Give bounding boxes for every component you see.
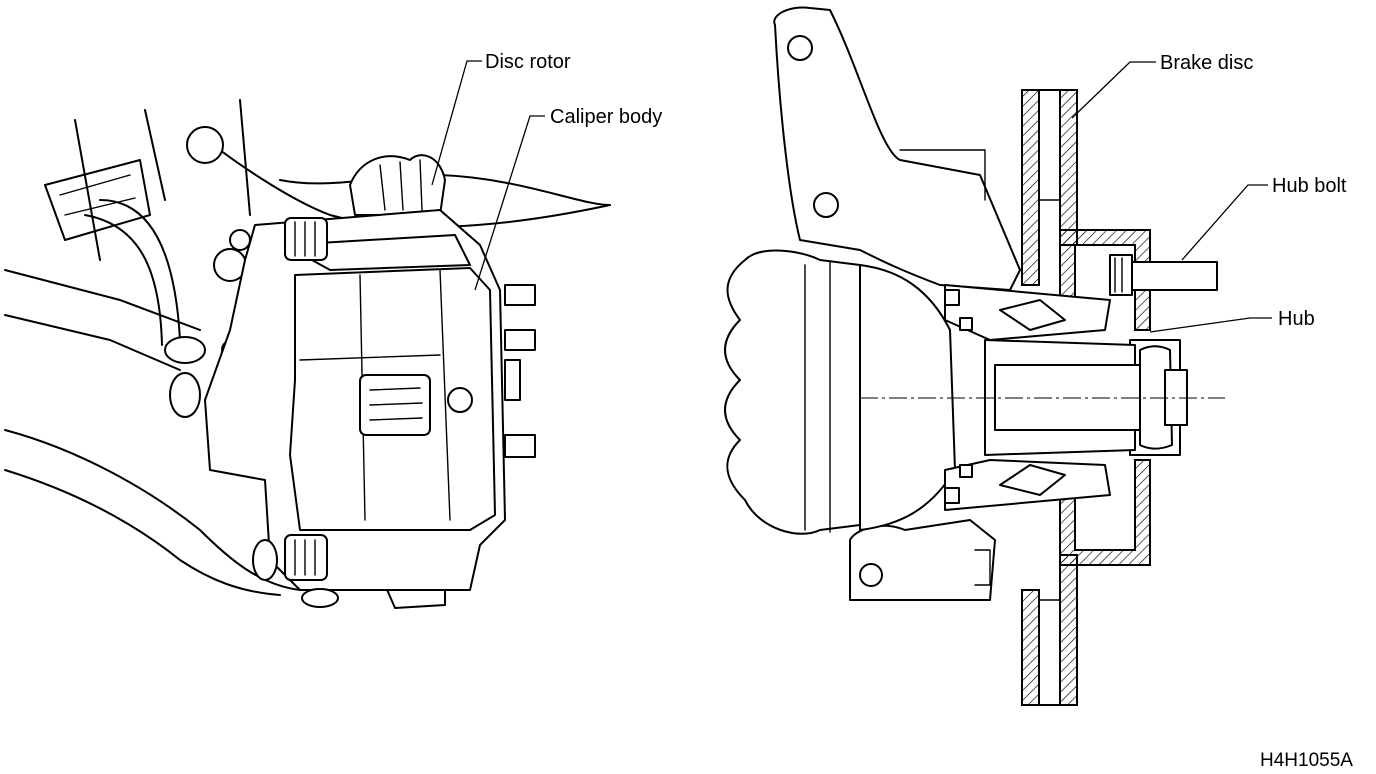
hub-bolt-leader bbox=[1181, 184, 1268, 261]
caliper-body-shape bbox=[204, 209, 536, 608]
caliper-assembly-view bbox=[4, 99, 611, 609]
wheel-bearing bbox=[944, 284, 1141, 511]
brake-disc-shape bbox=[1021, 89, 1078, 706]
label-disc-rotor: Disc rotor bbox=[485, 51, 571, 73]
disc-rotor-leader bbox=[431, 60, 482, 186]
cv-joint-boot bbox=[724, 249, 956, 535]
label-hub: Hub bbox=[1278, 308, 1315, 330]
hub-leader bbox=[1149, 317, 1272, 333]
figure-code: H4H1055A bbox=[1260, 750, 1353, 771]
caliper-body-leader bbox=[474, 115, 545, 291]
steering-knuckle bbox=[773, 6, 1021, 601]
brake-disc-leader bbox=[1071, 61, 1156, 119]
label-brake-disc: Brake disc bbox=[1160, 52, 1253, 74]
brake-hose bbox=[44, 159, 206, 418]
label-caliper-body: Caliper body bbox=[550, 106, 662, 128]
label-hub-bolt: Hub bolt bbox=[1272, 175, 1347, 197]
hub-section-view bbox=[724, 6, 1225, 706]
leader-lines bbox=[431, 60, 1272, 333]
hub-bolt-shape bbox=[1109, 254, 1218, 296]
